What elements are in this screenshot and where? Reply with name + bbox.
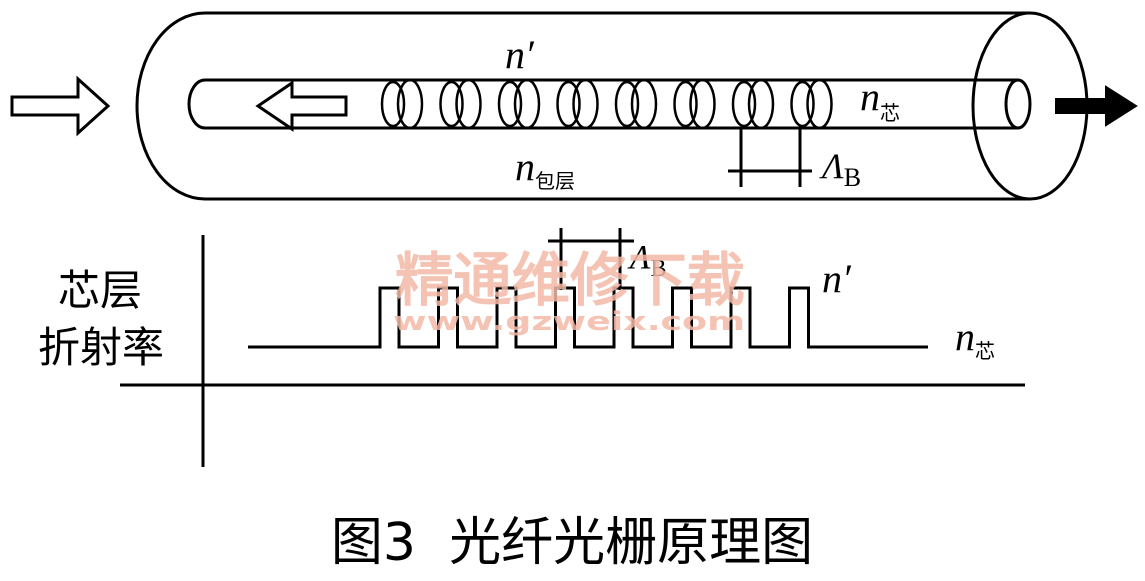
profile-axis-label-line1: 芯层: [58, 266, 142, 315]
core-end-face: [1004, 78, 1032, 130]
modulated-index-label: n′: [505, 32, 535, 77]
profile-period-label: ΛB: [627, 239, 667, 282]
grating-ring: [673, 80, 698, 128]
cladding-index-label: n包层: [515, 144, 575, 193]
watermark-url: www.gzweix.com: [393, 307, 745, 337]
grating-ring: [396, 78, 424, 130]
reflected-arrow-icon: [255, 80, 348, 132]
grating-ring: [790, 80, 815, 128]
transmitted-arrow-icon: [1055, 85, 1138, 127]
cladding-outline: [135, 11, 1030, 201]
figure-caption: 图3 光纤光栅原理图: [331, 513, 813, 573]
grating-ring: [614, 80, 640, 128]
fiber-period-label: ΛB: [819, 146, 861, 192]
input-arrow-icon: [10, 75, 111, 137]
grating-ring: [556, 80, 581, 128]
profile-axis-label-line2: 折射率: [38, 323, 164, 372]
grating-ring: [806, 78, 833, 130]
profile-period-bracket: [548, 228, 634, 290]
grating-rings: [380, 78, 833, 130]
profile-high-level-label: n′: [822, 256, 852, 301]
profile-base-level-label: n芯: [955, 314, 995, 363]
fiber-cylinder: [135, 11, 1089, 201]
grating-ring: [455, 78, 482, 130]
index-profile-waveform: [248, 286, 928, 349]
fiber-period-bracket: [728, 128, 812, 187]
profile-axes: [120, 235, 1025, 467]
grating-ring: [439, 80, 464, 128]
grating-ring: [630, 78, 658, 130]
grating-ring: [731, 80, 757, 128]
core-outline: [187, 78, 1018, 130]
core-index-label: n芯: [860, 74, 900, 125]
grating-ring: [513, 78, 541, 130]
grating-ring: [497, 80, 523, 128]
grating-ring: [572, 78, 599, 130]
grating-ring: [747, 78, 775, 130]
grating-ring: [380, 80, 406, 128]
watermark-text: 精通维修下载: [395, 246, 745, 314]
grating-ring: [689, 78, 716, 130]
